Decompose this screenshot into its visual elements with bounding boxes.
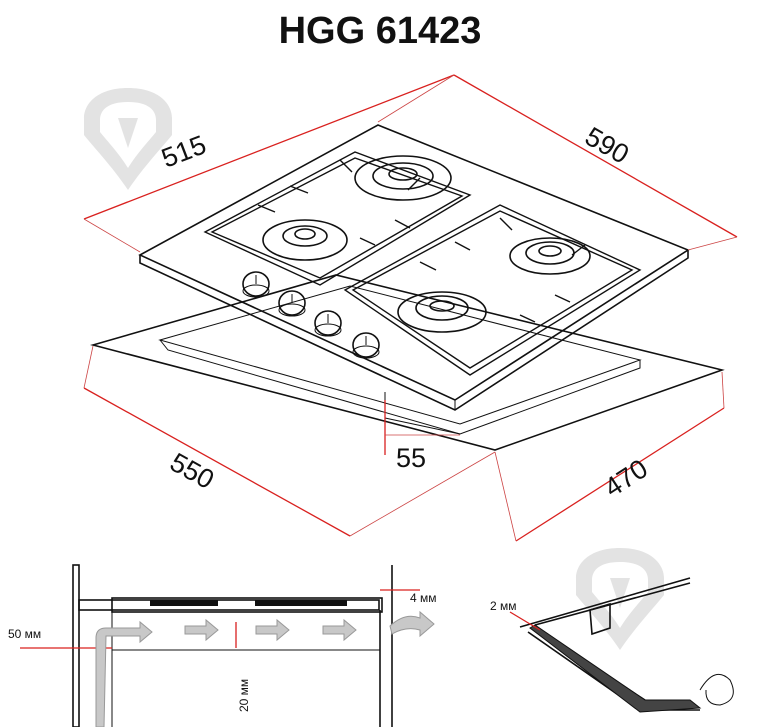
burner-rear-right: [509, 237, 591, 275]
label-seal-thickness: 2 мм: [490, 599, 517, 613]
burner-front-right: [397, 291, 487, 333]
pan-support-left: [203, 151, 472, 286]
airflow-arrows: [95, 610, 435, 727]
control-knob-1: [242, 271, 270, 298]
dim-cutout-depth: 470: [599, 453, 653, 503]
dimension-lines: [83, 74, 738, 542]
exhaust-arrow-icon: [389, 610, 435, 638]
control-knob-2: [278, 290, 306, 317]
dim-top-width: 590: [580, 121, 634, 170]
label-gap-top: 4 мм: [410, 591, 437, 605]
hob-top-surface: [138, 124, 690, 411]
label-clearance-below: 20 мм: [237, 679, 251, 712]
control-knob-4: [352, 332, 380, 359]
watermark-logo-bottom-right: [576, 548, 664, 650]
label-clearance-side: 50 мм: [8, 627, 41, 641]
model-title: HGG 61423: [278, 10, 482, 52]
dim-cutout-width: 550: [165, 447, 219, 495]
pan-support-right: [343, 204, 642, 376]
dim-height: 55: [396, 443, 426, 473]
control-knob-3: [314, 310, 342, 337]
watermark-logo-top-left: [84, 88, 172, 190]
seal-detail: [509, 577, 734, 713]
burner-front-left: [262, 219, 348, 261]
countertop-cutout: [89, 274, 725, 451]
installation-section: [20, 564, 420, 727]
burner-rear-left: [354, 155, 452, 201]
